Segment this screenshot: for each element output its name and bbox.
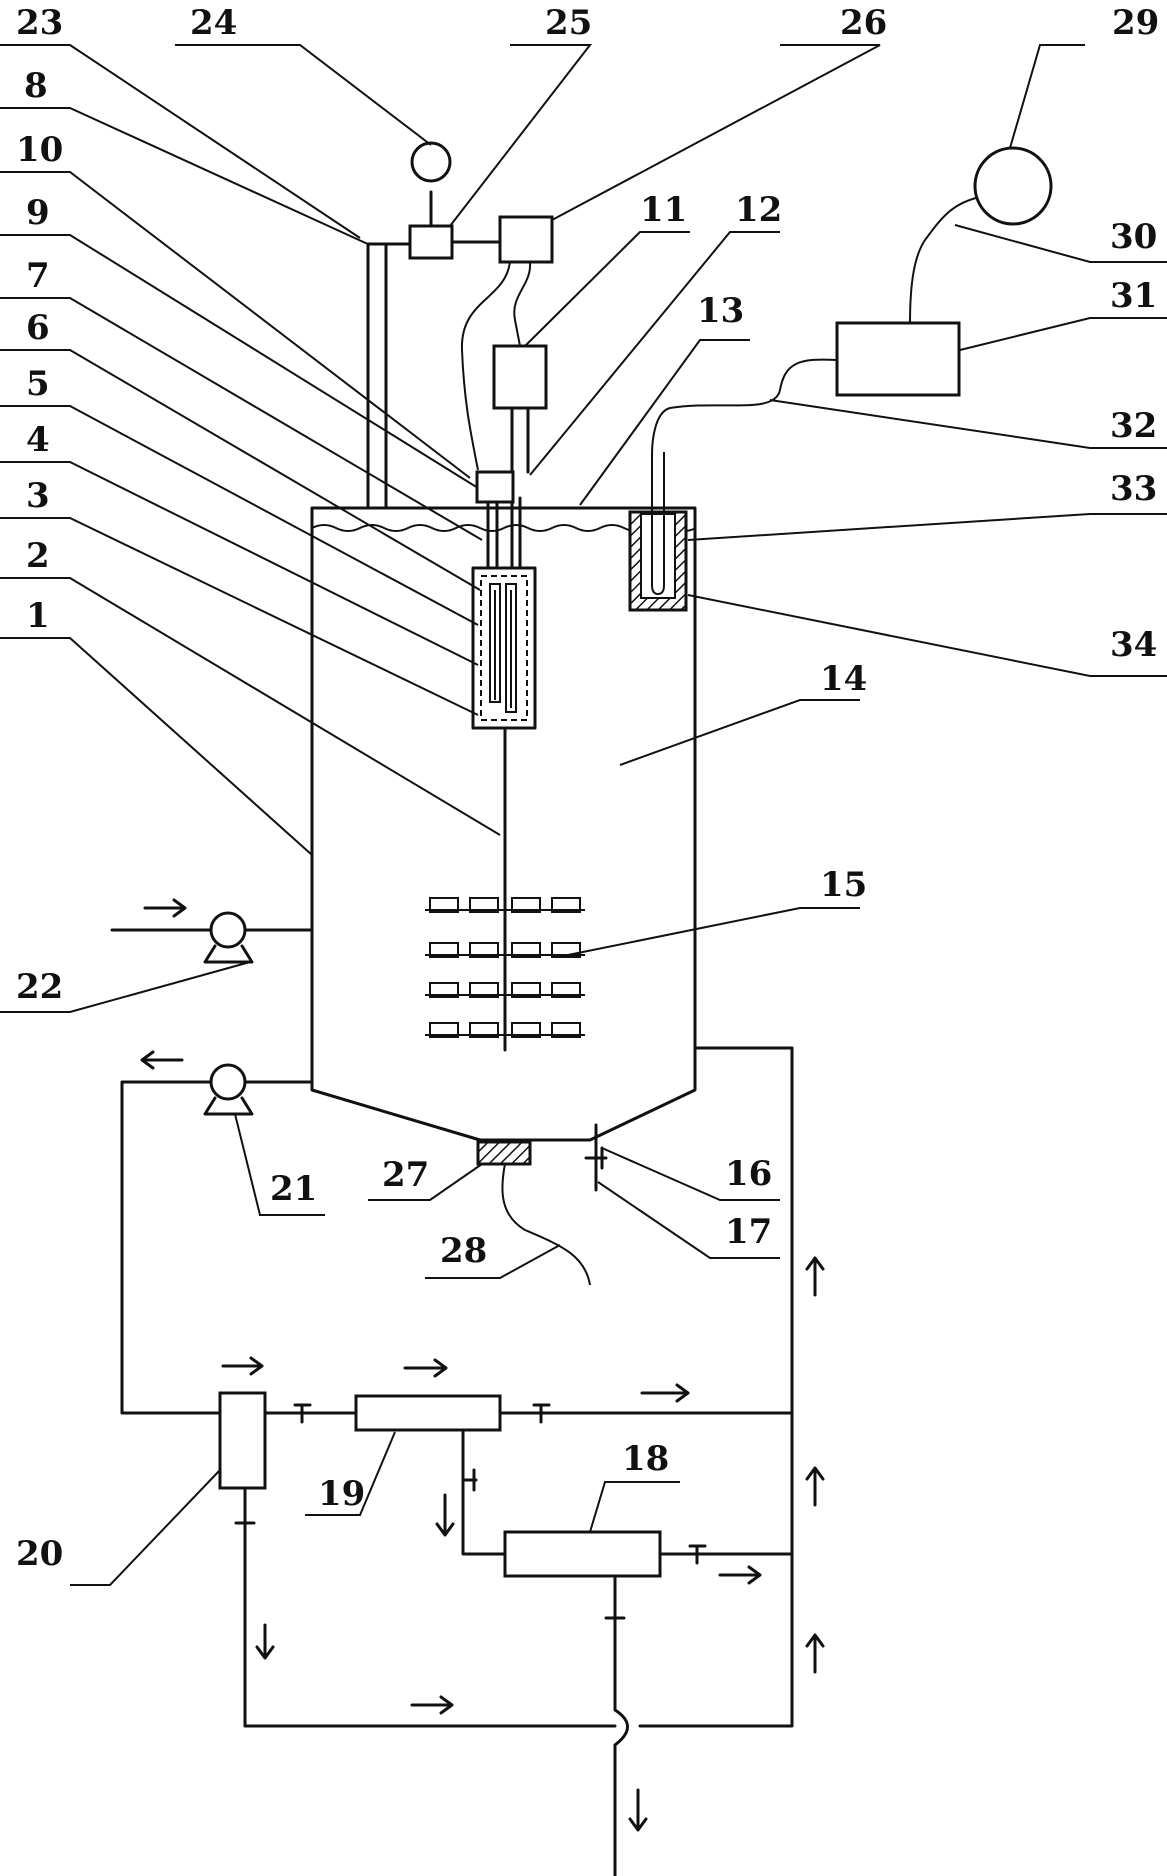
label-14: 14 — [820, 659, 867, 699]
label-5: 5 — [26, 364, 50, 404]
label-3: 3 — [26, 476, 50, 516]
label-34: 34 — [1110, 625, 1157, 665]
valve-box-25 — [408, 224, 454, 260]
label-28: 28 — [440, 1231, 487, 1271]
number-labels: 23 8 10 9 7 6 5 4 3 2 1 24 25 26 29 11 1… — [16, 3, 1159, 1574]
label-18: 18 — [622, 1439, 669, 1479]
inlet-pump — [209, 911, 247, 949]
label-6: 6 — [26, 308, 50, 348]
bottom-sensor-27 — [476, 1140, 532, 1166]
box-11 — [492, 344, 548, 410]
label-30: 30 — [1110, 217, 1157, 257]
label-16: 16 — [725, 1154, 772, 1194]
label-12: 12 — [735, 190, 782, 230]
label-26: 26 — [840, 3, 887, 43]
label-20: 20 — [16, 1534, 63, 1574]
membrane-module-18 — [503, 1530, 662, 1578]
label-2: 2 — [26, 536, 50, 576]
label-25: 25 — [545, 3, 592, 43]
leader-lines — [0, 44, 1167, 1586]
label-1: 1 — [26, 596, 50, 636]
impeller-paddles — [425, 897, 585, 1038]
pressure-gauge — [410, 141, 452, 183]
label-29: 29 — [1112, 3, 1159, 43]
label-8: 8 — [24, 66, 48, 106]
label-31: 31 — [1110, 276, 1157, 316]
label-11: 11 — [640, 190, 687, 230]
gas-tube — [366, 242, 388, 510]
label-23: 23 — [16, 3, 63, 43]
membrane-module-19 — [354, 1394, 502, 1432]
label-13: 13 — [697, 291, 744, 331]
label-19: 19 — [318, 1474, 365, 1514]
label-21: 21 — [270, 1169, 317, 1209]
label-22: 22 — [16, 967, 63, 1007]
label-33: 33 — [1110, 469, 1157, 509]
gas-cylinder-29 — [973, 146, 1053, 226]
label-32: 32 — [1110, 406, 1157, 446]
separator-20 — [218, 1391, 267, 1490]
label-9: 9 — [26, 193, 50, 233]
label-15: 15 — [820, 865, 867, 905]
label-27: 27 — [382, 1155, 429, 1195]
electrode-sheath — [471, 566, 537, 730]
meter-box-31 — [835, 321, 961, 397]
return-line — [638, 1046, 794, 1728]
reactor-vessel — [310, 506, 697, 1142]
label-24: 24 — [190, 3, 237, 43]
label-7: 7 — [26, 256, 50, 296]
outlet-pump — [209, 1063, 247, 1101]
label-4: 4 — [26, 420, 50, 460]
probe-head-9 — [475, 470, 515, 504]
label-10: 10 — [16, 130, 63, 170]
label-17: 17 — [725, 1212, 772, 1252]
controller-box-26 — [498, 215, 554, 264]
